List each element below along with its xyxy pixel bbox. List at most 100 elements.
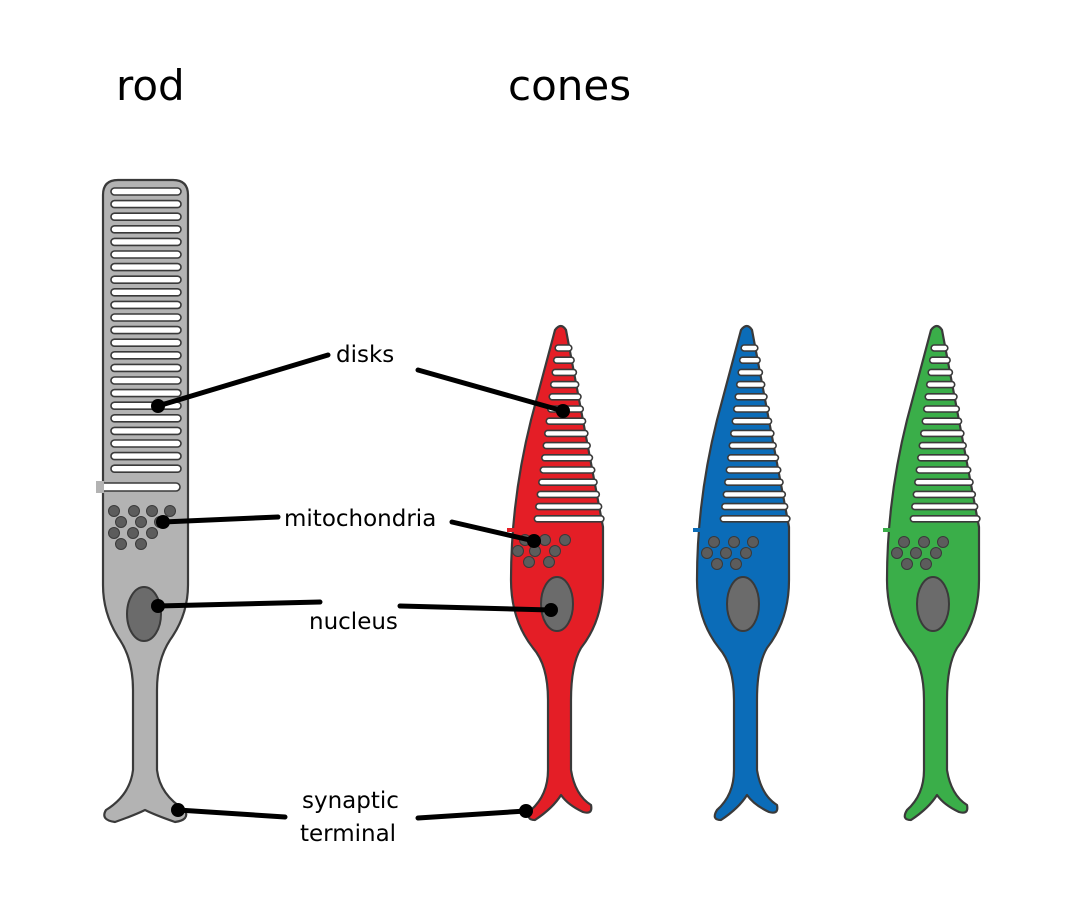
cone-blue-disk [732,405,771,413]
cone-green-mitochondrion [937,536,949,548]
mito-leader-rod [160,514,281,525]
synaptic-label-line2: terminal [300,821,396,847]
cone-blue-disk [735,380,766,389]
rod-disk [110,376,182,385]
cone-green-disk [919,429,965,438]
rod-mitochondrion [115,538,127,550]
rod-mitochondrion [108,527,120,539]
cone-blue-mitochondrion [701,547,713,559]
rod-disk [110,313,182,322]
cone-green-nucleus [916,576,950,632]
cone-green-disk [927,368,954,377]
cone-blue-disk [724,478,784,487]
synaptic-label-line1: synaptic [302,788,399,814]
rod-nucleus [126,586,162,642]
cone-green-disk [909,514,981,523]
cone-red-mitochondrion [523,556,535,568]
cone-green-disk [914,478,974,487]
cone-green-disk [911,502,979,511]
cone-red-disk [554,344,573,352]
cone-blue [693,324,791,822]
mito-dot-cone [527,534,541,548]
rod-disk [110,237,182,247]
rod-disk [110,350,182,360]
cone-red-disk [542,441,591,450]
cone-blue-mitochondrion [747,536,759,548]
rod-disk [110,426,182,436]
cone-red-disk [535,502,603,511]
cone-blue-disk [722,490,787,499]
rod-disks [96,187,182,493]
rod-disk [110,439,182,448]
cone-green-disk [930,344,949,352]
cone-red-mitochondrion [539,534,551,546]
cone-blue-disk [734,392,768,401]
cone-green-mitochondrion [930,547,942,559]
cone-green-mitochondrion [910,547,922,559]
rod-heading: rod [116,61,185,110]
cone-blue-disk [738,356,761,365]
synaptic-leader-cone [415,808,529,821]
cone-red-mitochondrion [549,545,561,557]
cone-red-disk [539,466,596,474]
rod-mitochondrion [128,505,140,517]
cone-green-mitochondrion [898,536,910,548]
cone-blue-disk [740,344,759,352]
rod-disk [110,262,182,272]
cone-red-disk [543,429,589,438]
rod-disk [110,275,182,285]
mitochondria-label: mitochondria [284,506,436,532]
rod-mitochondrion [164,505,176,517]
rod-mitochondrion [135,516,147,528]
cone-blue-inner-top [693,528,787,532]
cone-blue-disk [725,466,782,474]
mito-leader-cone [449,519,537,544]
rod-gap-edge [96,481,104,493]
synaptic-leader-rod [175,807,288,820]
cone-red-disk [538,478,598,487]
cone-red-disk [536,490,601,499]
cone-green-inner-top [883,528,977,532]
cone-green-disk [925,380,956,389]
cone-green-disk [928,356,951,365]
cone-green-disk [915,466,972,474]
cone-green-disk [916,453,970,462]
disks-dot-cone [556,404,570,418]
cone-blue-mitochondrion [740,547,752,559]
cone-red-nucleus [540,576,574,632]
cone-green-mitochondrion [920,558,932,570]
cone-blue-disk [731,417,773,426]
cone-red [507,324,605,822]
rod-mitochondrion [115,516,127,528]
rod-mitochondrion [135,538,147,550]
cone-blue-disk [737,368,764,377]
cone-red-inner-top [507,528,601,532]
cone-green-body [885,324,981,822]
cone-red-disk [548,392,582,401]
cone-red-disk [540,453,594,462]
rod-disk [110,464,182,474]
cone-red-mitochondrion [543,556,555,568]
leader-lines [151,352,570,821]
rod-disk [110,225,182,234]
cone-green-disk [924,392,958,401]
cone-blue-mitochondrion [711,558,723,570]
cone-blue-mitochondrion [708,536,720,548]
nucleus-leader-cone [397,603,554,613]
rod-mitochondrion [108,505,120,517]
cone-green-disk [912,490,977,499]
cone-green-disk [921,417,963,426]
rod-disk [99,482,181,492]
mito-dot-rod [156,515,170,529]
cone-green-disk [922,405,961,413]
rod-disk [110,250,182,259]
rod-mitochondrion [146,527,158,539]
disks-leader-cone [415,367,566,414]
cone-green-mitochondrion [918,536,930,548]
cone-blue-mitochondrion [730,558,742,570]
cone-green-disk [918,441,967,450]
rod-disk [110,388,182,398]
disks-dot-rod [151,399,165,413]
cone-blue-disk [728,441,777,450]
